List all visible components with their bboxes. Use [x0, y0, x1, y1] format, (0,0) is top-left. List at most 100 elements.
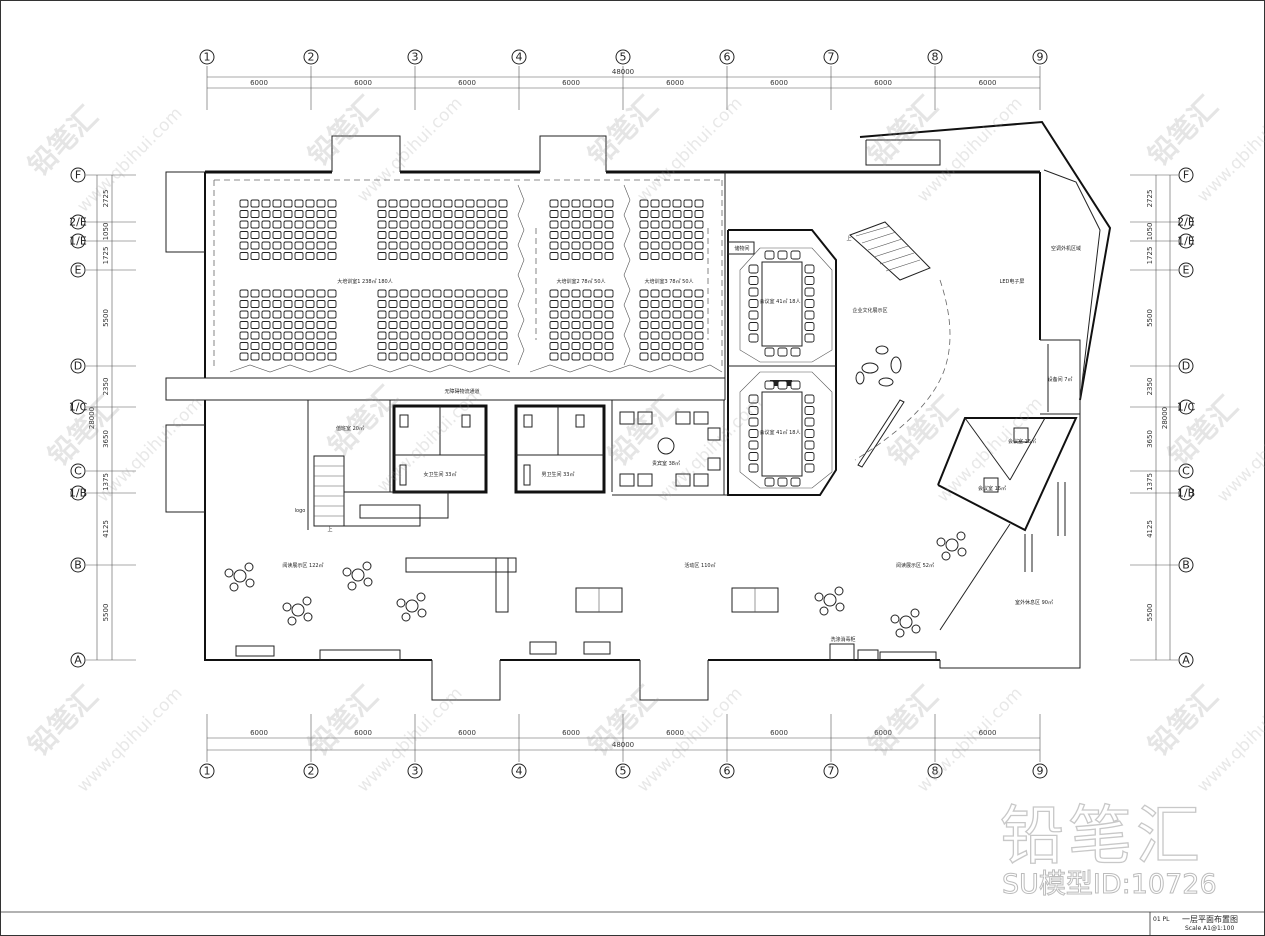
- seat: [560, 342, 570, 350]
- axis-label: 8: [932, 51, 939, 64]
- seat: [443, 300, 453, 308]
- axis-bubble-row: 1/E: [69, 233, 87, 249]
- label-outdoor-rest: 室外休息区 90㎡: [1015, 599, 1053, 606]
- seat: [672, 331, 682, 340]
- seat: [421, 300, 431, 308]
- seat: [305, 289, 315, 298]
- seat: [272, 310, 282, 319]
- seat: [604, 210, 614, 218]
- axis-bubble-row: E: [70, 262, 86, 278]
- seat: [549, 252, 559, 260]
- meeting-chairs: [748, 250, 815, 487]
- seat: [432, 241, 442, 250]
- seat: [571, 241, 581, 250]
- seat: [443, 331, 453, 340]
- round-table-groups: [224, 531, 967, 638]
- seat: [272, 220, 282, 229]
- seat: [650, 289, 660, 298]
- seat: [432, 210, 442, 218]
- meeting-chair: [777, 380, 788, 390]
- seat: [582, 352, 592, 361]
- seat: [410, 289, 420, 298]
- seat: [487, 231, 497, 239]
- seat: [421, 210, 431, 218]
- seat: [549, 300, 559, 308]
- label-lecture-3: 大培训室3 78㎡ 50人: [644, 278, 693, 285]
- dimension-total: 28000: [1161, 407, 1169, 429]
- dimension-total: 28000: [88, 407, 96, 429]
- seat: [327, 241, 337, 250]
- seat: [582, 199, 592, 208]
- seat: [487, 199, 497, 208]
- round-table-group: [890, 608, 921, 638]
- seat: [272, 331, 282, 340]
- seat: [549, 241, 559, 250]
- seat: [399, 321, 409, 329]
- seat: [604, 352, 614, 361]
- seat: [672, 342, 682, 350]
- seat: [294, 231, 304, 239]
- meeting-chair: [748, 394, 759, 404]
- axis-label: 1/C: [69, 401, 88, 414]
- axis-bubble-col: 8: [927, 763, 943, 779]
- dimension-total: 48000: [612, 68, 634, 76]
- seat: [443, 289, 453, 298]
- axis-bubble-col: 9: [1032, 49, 1048, 65]
- seat: [316, 289, 326, 298]
- axis-label: C: [1182, 465, 1190, 478]
- seat: [650, 220, 660, 229]
- main-stair: [313, 455, 449, 527]
- seat: [465, 241, 475, 250]
- seat: [377, 321, 387, 329]
- meeting-chair: [804, 440, 815, 450]
- seat: [604, 310, 614, 319]
- seat: [661, 220, 671, 229]
- seat: [476, 331, 486, 340]
- seat: [261, 220, 271, 229]
- seat: [443, 321, 453, 329]
- seat: [316, 321, 326, 329]
- seat: [476, 241, 486, 250]
- seat: [294, 220, 304, 229]
- seat: [388, 231, 398, 239]
- seat: [672, 220, 682, 229]
- seat: [294, 289, 304, 298]
- seat: [399, 241, 409, 250]
- seat: [593, 352, 603, 361]
- seat: [305, 310, 315, 319]
- seat: [421, 352, 431, 361]
- seat: [316, 352, 326, 361]
- seat: [239, 352, 249, 361]
- seat: [498, 231, 508, 239]
- seat: [650, 241, 660, 250]
- meeting-chair: [748, 463, 759, 473]
- seat: [465, 252, 475, 260]
- seat: [432, 331, 442, 340]
- seat: [283, 331, 293, 340]
- label-small-meeting-2: 会议室 16㎡: [978, 485, 1006, 492]
- seat: [432, 220, 442, 229]
- seat: [250, 321, 260, 329]
- seat: [593, 342, 603, 350]
- axis-bubble-row: A: [70, 652, 86, 668]
- chair: [835, 602, 845, 612]
- dimension-text: 6000: [979, 79, 997, 87]
- drawing-scale: Scale A1@1:100: [1185, 925, 1235, 932]
- seat: [305, 231, 315, 239]
- seat: [582, 252, 592, 260]
- meeting-chair: [764, 477, 775, 487]
- seat: [454, 252, 464, 260]
- axis-bubble-col: 4: [511, 49, 527, 65]
- seat: [239, 342, 249, 350]
- seat: [560, 199, 570, 208]
- seat: [443, 199, 453, 208]
- seat: [672, 289, 682, 298]
- round-table-group: [814, 586, 845, 616]
- seat: [454, 352, 464, 361]
- seat: [476, 220, 486, 229]
- seat: [582, 342, 592, 350]
- seat: [487, 310, 497, 319]
- seat: [443, 220, 453, 229]
- seat: [377, 241, 387, 250]
- seat: [399, 252, 409, 260]
